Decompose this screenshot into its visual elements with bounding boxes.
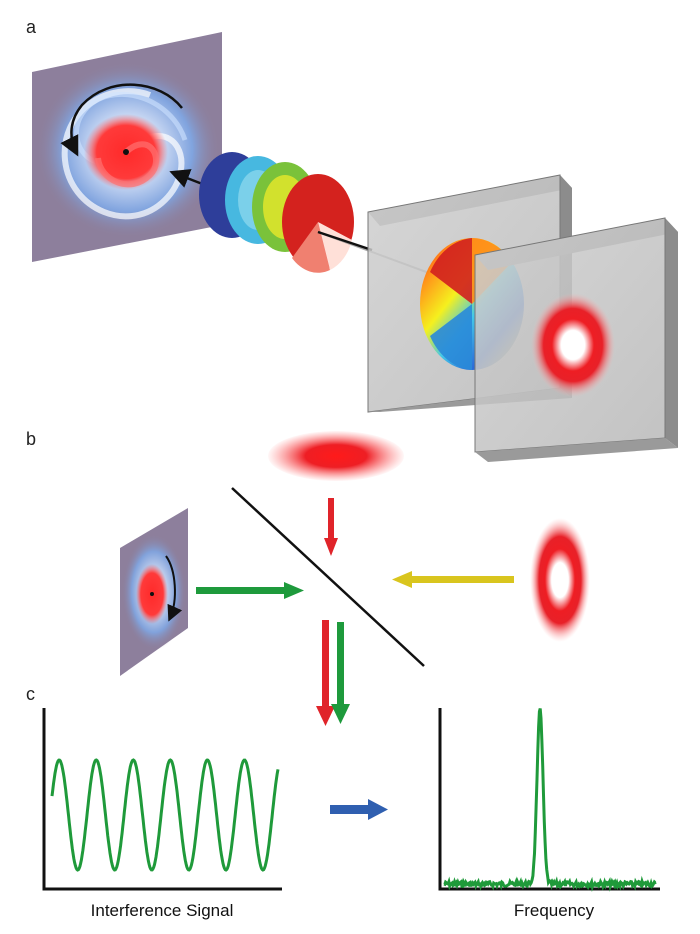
frequency-caption: Frequency [514,901,595,920]
reference-beam-arrow [324,498,338,556]
rotation-arrow-icon [60,83,183,157]
signal-beam-arrow [196,582,304,599]
beam-splitter [231,487,425,667]
panel-label-b: b [26,429,36,449]
combined-beam-arrows [316,620,350,726]
frequency-spectrum-curve [443,708,657,892]
fourier-transform-arrow [330,799,388,820]
vortex-image-small [120,508,188,676]
interference-signal-plot [42,708,282,891]
detection-plate [474,217,678,462]
donut-beam-arrow [392,571,514,588]
vortex-image-panel [32,32,222,262]
panel-label-c: c [26,684,35,704]
donut-beam-vertical-icon [530,518,590,642]
interference-signal-curve [50,758,280,872]
gaussian-beam-icon [268,431,404,481]
interference-signal-caption: Interference Signal [91,901,234,920]
frequency-plot [438,708,660,892]
panel-label-a: a [26,17,37,37]
donut-beam-icon [531,293,615,397]
spectral-discs [199,152,354,273]
beam-arrow-icon [169,169,206,188]
